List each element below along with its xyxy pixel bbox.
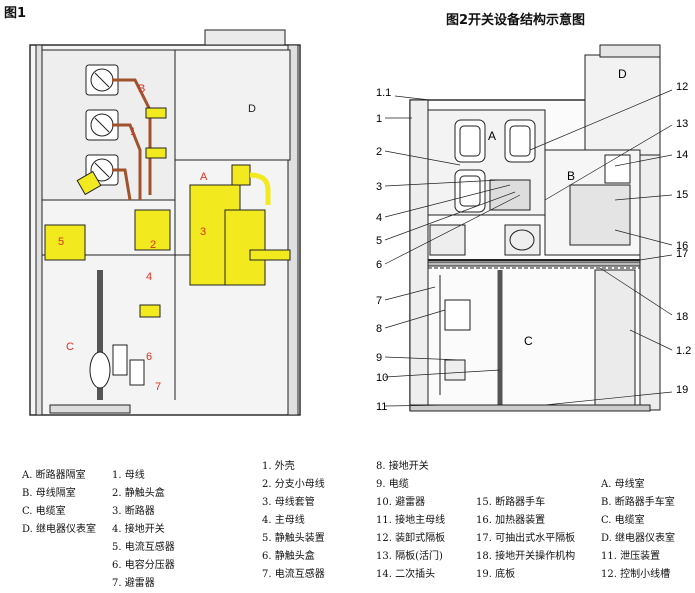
- legend-item: C. 电缆室: [601, 515, 645, 526]
- legend-item: 12. 装卸式隔板: [376, 533, 446, 544]
- fig1-label-3: 3: [200, 226, 206, 238]
- fig1-label-1: 1: [130, 126, 136, 138]
- figure2-legend-col3: 15. 断路器手车 16. 加热器装置 17. 可抽出式水平隔板 18. 接地开关操作…: [476, 494, 575, 584]
- legend-item: 3. 母线套管: [262, 497, 315, 508]
- figure1-legend-right: 1. 母线 2. 静触头盒 3. 断路器 4. 接地开关 5. 电流互感器 6. 电容分压…: [112, 467, 175, 593]
- legend-item: 12. 控制小线槽: [601, 569, 671, 580]
- fig2-left-callout: 5: [376, 235, 382, 247]
- legend-item: D. 继电器仪表室: [22, 524, 97, 535]
- legend-item: B. 母线隔室: [22, 488, 76, 499]
- legend-item: 4. 接地开关: [112, 524, 165, 535]
- fig1-label-5: 5: [58, 236, 64, 248]
- legend-item: 6. 静触头盒: [262, 551, 315, 562]
- fig1-label-B: B: [138, 83, 145, 95]
- legend-item: 1. 母线: [112, 470, 145, 481]
- legend-item: 15. 断路器手车: [476, 497, 546, 508]
- legend-item: D. 继电器仪表室: [601, 533, 676, 544]
- legend-item: 19. 底板: [476, 569, 516, 580]
- legend-item: 6. 电容分压器: [112, 560, 175, 571]
- fig1-label-7: 7: [155, 381, 161, 393]
- figure2-left-callouts: 1.1 1 2 3 4 5 6 7 8 9 10 11: [376, 87, 391, 413]
- legend-item: A. 断路器隔室: [22, 470, 86, 481]
- fig1-label-D: D: [248, 103, 256, 115]
- legend-item: 18. 接地开关操作机构: [476, 551, 576, 562]
- fig2-right-callout: 1.2: [676, 345, 691, 357]
- figure2-legend-col4: A. 母线室 B. 断路器手车室 C. 电缆室 D. 继电器仪表室 11. 泄压装置 12…: [601, 476, 675, 584]
- fig2-right-callout: 13: [676, 118, 688, 130]
- legend-item: 2. 静触头盒: [112, 488, 165, 499]
- fig2-left-callout: 4: [376, 212, 382, 224]
- fig2-left-callout: 6: [376, 259, 382, 271]
- figure1-title: 图1: [4, 6, 27, 21]
- figure2-room-labels: A B C D: [488, 67, 627, 348]
- fig1-label-6: 6: [146, 351, 152, 363]
- fig2-left-callout: 1: [376, 113, 382, 125]
- legend-item: 13. 隔板(活门): [376, 551, 443, 562]
- legend-item: 5. 电流互感器: [112, 542, 175, 553]
- fig2-left-callout: 9: [376, 352, 382, 364]
- legend-item: 17. 可抽出式水平隔板: [476, 533, 576, 544]
- fig2-room-A: A: [488, 129, 496, 143]
- fig1-label-C: C: [66, 341, 74, 353]
- fig2-right-callout: 19: [676, 384, 688, 396]
- legend-item: 4. 主母线: [262, 515, 305, 526]
- figure1-drawing: [29, 29, 301, 416]
- fig2-right-callout: 18: [676, 311, 688, 323]
- figure1-labels: B D 1 A 5 2 3 4 C 6 7: [58, 83, 256, 393]
- fig2-left-callout: 11: [376, 401, 387, 413]
- legend-item: 14. 二次插头: [376, 569, 436, 580]
- legend-item: 11. 接地主母线: [376, 515, 446, 526]
- legend-item: A. 母线室: [601, 479, 645, 490]
- legend-item: 7. 电流互感器: [262, 569, 325, 580]
- figure2-title: 图2开关设备结构示意图: [446, 13, 586, 28]
- fig2-right-callout: 17: [676, 248, 688, 260]
- figure2-legend-col1: 1. 外壳 2. 分支小母线 3. 母线套管 4. 主母线 5. 静触头装置 6. 静触头…: [262, 458, 325, 584]
- fig2-left-callout: 1.1: [376, 87, 391, 99]
- legend-item: 8. 接地开关: [376, 461, 429, 472]
- figure2-legend-col2: 8. 接地开关 9. 电缆 10. 避雷器 11. 接地主母线 12. 装卸式隔板 13.…: [376, 458, 445, 584]
- fig1-label-2: 2: [150, 239, 156, 251]
- fig2-right-callout: 12: [676, 81, 688, 93]
- legend-item: 7. 避雷器: [112, 578, 155, 589]
- legend-item: 2. 分支小母线: [262, 479, 325, 490]
- fig2-left-callout: 7: [376, 295, 382, 307]
- figure2-drawing: [384, 44, 673, 412]
- fig2-room-B: B: [567, 169, 575, 183]
- legend-item: 9. 电缆: [376, 479, 409, 490]
- fig2-room-C: C: [524, 334, 533, 348]
- figure1-legend-left: A. 断路器隔室 B. 母线隔室 C. 电缆室 D. 继电器仪表室: [22, 467, 96, 539]
- fig2-right-callout: 14: [676, 149, 688, 161]
- legend-item: 3. 断路器: [112, 506, 155, 517]
- legend-item: 5. 静触头装置: [262, 533, 325, 544]
- legend-item: B. 断路器手车室: [601, 497, 675, 508]
- fig2-left-callout: 8: [376, 323, 382, 335]
- fig2-right-callout: 16: [676, 240, 688, 252]
- fig2-room-D: D: [618, 67, 627, 81]
- legend-item: 10. 避雷器: [376, 497, 426, 508]
- legend-item: C. 电缆室: [22, 506, 66, 517]
- fig2-left-callout: 2: [376, 146, 382, 158]
- fig1-label-4: 4: [146, 271, 152, 283]
- fig2-left-callout: 3: [376, 181, 382, 193]
- fig2-left-callout: 10: [376, 372, 388, 384]
- legend-item: 1. 外壳: [262, 461, 295, 472]
- fig1-label-A: A: [200, 171, 208, 183]
- fig2-right-callout: 15: [676, 189, 688, 201]
- legend-item: 16. 加热器装置: [476, 515, 546, 526]
- legend-item: 11. 泄压装置: [601, 551, 661, 562]
